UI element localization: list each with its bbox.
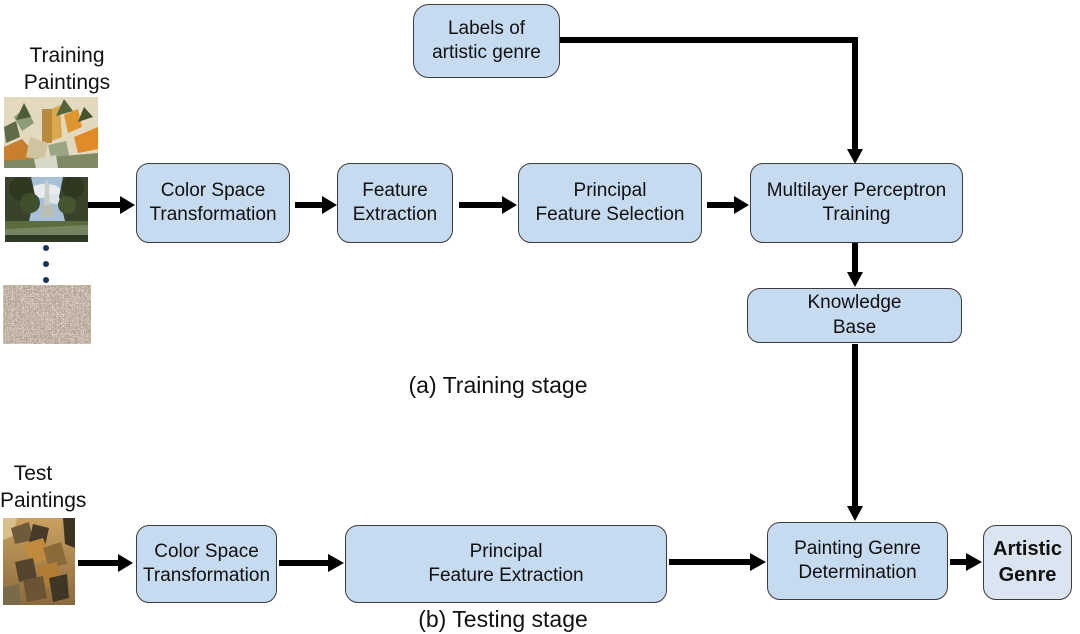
feature-extraction-text: Feature Extraction: [352, 179, 438, 225]
ellipsis-dots: [43, 245, 49, 283]
testing-color-space-transformation-text: Color Space Transformation: [142, 540, 271, 586]
test-paintings-label: Test Paintings: [0, 462, 87, 513]
training-painting-landscape: [5, 177, 88, 242]
training-stage-caption: (a) Training stage: [408, 372, 588, 398]
principal-feature-selection-text: Principal Feature Selection: [535, 179, 685, 225]
principal-feature-extraction-box: Principal Feature Extraction: [345, 525, 667, 603]
painting-genre-determination-text: Painting Genre Determination: [794, 537, 921, 583]
knowledge-base-text: Knowledge Base: [807, 292, 902, 338]
training-painting-cubist: [4, 97, 98, 168]
artistic-genre-text: Artistic Genre: [993, 537, 1062, 586]
labels-of-artistic-genre-box: Labels of artistic genre: [413, 4, 560, 78]
multilayer-perceptron-training-text: Multilayer Perceptron Training: [766, 179, 947, 225]
feature-extraction-box: Feature Extraction: [337, 163, 453, 243]
knowledge-base-box: Knowledge Base: [747, 288, 962, 343]
training-color-space-transformation-box: Color Space Transformation: [136, 163, 290, 243]
training-arrows: [88, 37, 863, 521]
painting-genre-determination-box: Painting Genre Determination: [767, 522, 948, 600]
labels-of-artistic-genre-text: Labels of artistic genre: [432, 17, 541, 63]
multilayer-perceptron-training-box: Multilayer Perceptron Training: [750, 163, 963, 243]
artistic-genre-box: Artistic Genre: [983, 525, 1072, 600]
test-painting-cubist: [3, 518, 75, 605]
training-paintings-label: Training Paintings: [23, 44, 111, 95]
training-color-space-transformation-text: Color Space Transformation: [149, 179, 277, 225]
testing-color-space-transformation-box: Color Space Transformation: [136, 525, 277, 603]
training-painting-abstract: [3, 285, 91, 344]
testing-stage-caption: (b) Testing stage: [418, 606, 588, 632]
principal-feature-extraction-text: Principal Feature Extraction: [428, 540, 584, 586]
principal-feature-selection-box: Principal Feature Selection: [518, 163, 702, 243]
